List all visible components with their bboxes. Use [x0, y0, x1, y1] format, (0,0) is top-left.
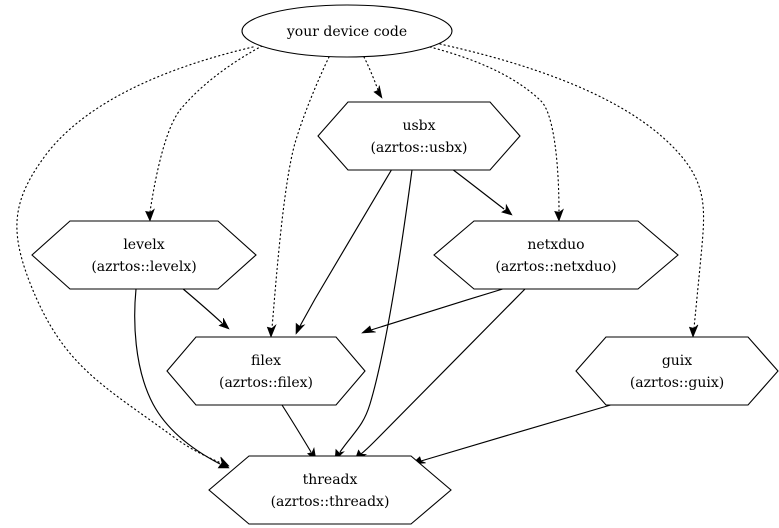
edge-netxduo-to-threadx [354, 287, 527, 461]
node-usbx-label-line1: usbx [402, 118, 435, 134]
node-netxduo-label-line1: netxduo [527, 237, 584, 253]
edge-netxduo-to-filex [361, 287, 507, 334]
node-threadx-shape [208, 455, 452, 525]
edge-usbx-to-filex [295, 168, 393, 335]
edge-device-to-levelx [145, 45, 263, 222]
edge-guix-to-threadx [411, 403, 615, 465]
edge-usbx-to-netxduo [451, 168, 513, 216]
node-guix-label-line1: guix [662, 353, 692, 369]
node-guix-shape [575, 336, 779, 406]
node-threadx-label-line2: (azrtos::threadx) [271, 494, 390, 510]
node-levelx[interactable]: levelx (azrtos::levelx) [31, 220, 257, 290]
node-usbx-shape [317, 101, 521, 171]
edge-device-to-guix [439, 43, 705, 338]
node-guix[interactable]: guix (azrtos::guix) [575, 336, 779, 406]
node-filex-label-line1: filex [251, 353, 281, 369]
edge-device-to-filex [266, 56, 330, 338]
node-your-device-code-shape [241, 4, 453, 58]
node-netxduo[interactable]: netxduo (azrtos::netxduo) [433, 220, 679, 290]
node-filex-label-line2: (azrtos::filex) [219, 375, 313, 391]
node-levelx-shape [31, 220, 257, 290]
node-filex[interactable]: filex (azrtos::filex) [166, 336, 366, 406]
edge-filex-to-threadx [281, 404, 317, 461]
node-levelx-label-line1: levelx [123, 237, 164, 253]
node-netxduo-label-line2: (azrtos::netxduo) [495, 259, 616, 275]
node-guix-label-line2: (azrtos::guix) [630, 375, 724, 391]
node-your-device-code[interactable]: your device code [241, 4, 453, 58]
node-usbx[interactable]: usbx (azrtos::usbx) [317, 101, 521, 171]
node-usbx-label-line2: (azrtos::usbx) [370, 140, 467, 156]
edge-device-to-netxduo [429, 46, 564, 222]
edge-device-to-usbx [363, 56, 383, 99]
node-threadx-label-line1: threadx [303, 472, 358, 488]
edge-levelx-to-filex [181, 287, 230, 330]
node-levelx-label-line2: (azrtos::levelx) [91, 259, 196, 275]
edge-levelx-to-threadx [134, 288, 230, 469]
node-threadx[interactable]: threadx (azrtos::threadx) [208, 455, 452, 525]
node-netxduo-shape [433, 220, 679, 290]
node-filex-shape [166, 336, 366, 406]
edge-usbx-to-threadx [334, 169, 413, 461]
node-your-device-code-label: your device code [286, 24, 407, 40]
node-layer: your device code usbx (azrtos::usbx) lev… [31, 4, 779, 525]
